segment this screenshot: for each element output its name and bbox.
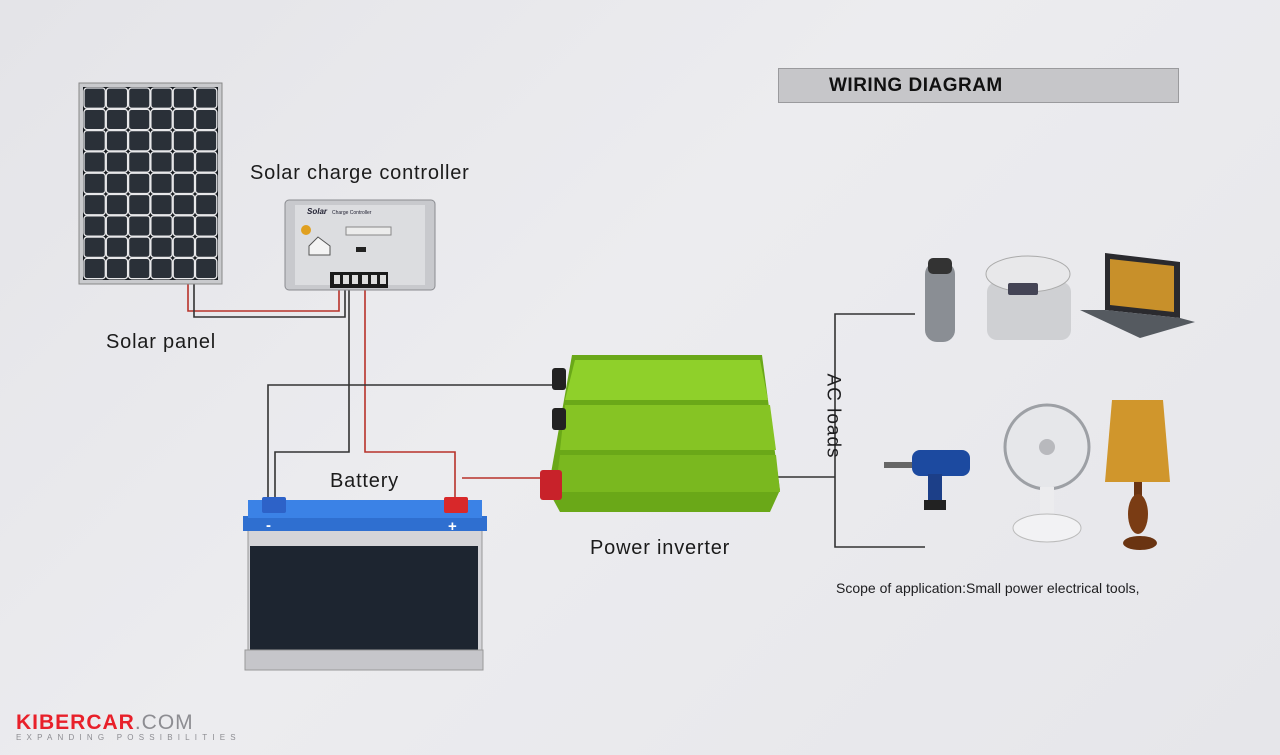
shaver-icon (925, 258, 955, 342)
logo-tagline: EXPANDING POSSIBILITIES (16, 733, 241, 742)
logo-domain: .COM (134, 711, 194, 734)
solar-cell (105, 236, 129, 259)
solar-cell (83, 87, 106, 109)
panel-wire-black (193, 284, 346, 318)
solar-cell (194, 236, 218, 259)
solar-cell (127, 257, 151, 280)
positive-sign: + (448, 518, 457, 535)
power-inverter-label: Power inverter (590, 537, 731, 559)
solar-cell (127, 87, 151, 109)
solar-cell (105, 129, 129, 152)
wires (187, 284, 925, 548)
solar-cell (150, 172, 173, 195)
solar-cell (127, 236, 151, 259)
controller-subtitle: Charge Controller (332, 210, 372, 216)
solar-cell (194, 129, 218, 152)
charge-controller-label: Solar charge controller (250, 162, 470, 184)
solar-cell (105, 108, 129, 131)
solar-cell (127, 151, 151, 173)
laptop-icon (1080, 253, 1195, 338)
solar-cell (150, 236, 173, 259)
solar-cell (172, 193, 196, 216)
solar-cell (127, 193, 151, 216)
solar-cell (105, 215, 129, 237)
solar-cell (83, 257, 106, 280)
negative-sign: - (266, 517, 271, 534)
page-title: WIRING DIAGRAM (829, 75, 1003, 96)
controller-brand: Solar (307, 207, 328, 216)
solar-cell (172, 87, 196, 109)
solar-cell (172, 108, 196, 131)
title-box: WIRING DIAGRAM (778, 68, 1179, 103)
solar-cell (150, 193, 173, 216)
panel-wire-red (187, 284, 340, 312)
rice-cooker-icon (985, 255, 1071, 340)
solar-cell (83, 108, 106, 131)
solar-cell (127, 129, 151, 152)
solar-cell (83, 193, 106, 216)
solar-cell (83, 172, 106, 195)
solar-cell (194, 193, 218, 216)
positive-terminal (444, 497, 468, 513)
solar-cell (83, 129, 106, 152)
solar-cell (172, 151, 196, 173)
solar-cell (194, 257, 218, 280)
solar-cell (194, 87, 218, 109)
battery-image: - + (243, 497, 487, 671)
battery-label: Battery (330, 470, 399, 492)
solar-cell (172, 257, 196, 280)
negative-terminal (262, 497, 286, 513)
controller-battery-red (364, 288, 456, 502)
drill-icon (884, 450, 970, 510)
solar-cell (105, 87, 129, 109)
solar-cell (105, 193, 129, 216)
solar-cell (150, 108, 173, 131)
solar-cell (172, 129, 196, 152)
solar-cell (105, 257, 129, 280)
fan-icon (1003, 403, 1091, 543)
ac-bracket (834, 313, 925, 548)
solar-cell (150, 151, 173, 173)
solar-cell (194, 108, 218, 131)
solar-cell (150, 257, 173, 280)
controller-battery-black (274, 288, 350, 502)
battery-inverter-black (267, 384, 558, 502)
solar-cell (194, 172, 218, 195)
kibercar-logo: KIBERCAR.COM EXPANDING POSSIBILITIES (16, 711, 241, 742)
solar-cell (172, 215, 196, 237)
solar-cell (105, 151, 129, 173)
solar-cell (83, 236, 106, 259)
ac-loads-label: AC loads (822, 373, 844, 459)
lamp-icon (1105, 400, 1170, 550)
solar-cell (150, 215, 173, 237)
solar-cell (127, 172, 151, 195)
solar-cell (83, 151, 106, 173)
solar-panel-image (78, 82, 223, 285)
solar-cell (127, 215, 151, 237)
solar-cell (194, 151, 218, 173)
solar-cell (127, 108, 151, 131)
logo-brand: KIBERCAR (16, 711, 135, 734)
solar-cell (172, 172, 196, 195)
solar-cell (105, 172, 129, 195)
solar-cell (172, 236, 196, 259)
solar-cell (194, 215, 218, 237)
solar-cell (150, 129, 173, 152)
solar-cell (150, 87, 173, 109)
scope-note: Scope of application:Small power electri… (836, 580, 1140, 596)
solar-panel-label: Solar panel (106, 331, 216, 353)
power-inverter-image (540, 355, 780, 512)
solar-cell (83, 215, 106, 237)
charge-controller-image: Solar Charge Controller (284, 199, 436, 291)
